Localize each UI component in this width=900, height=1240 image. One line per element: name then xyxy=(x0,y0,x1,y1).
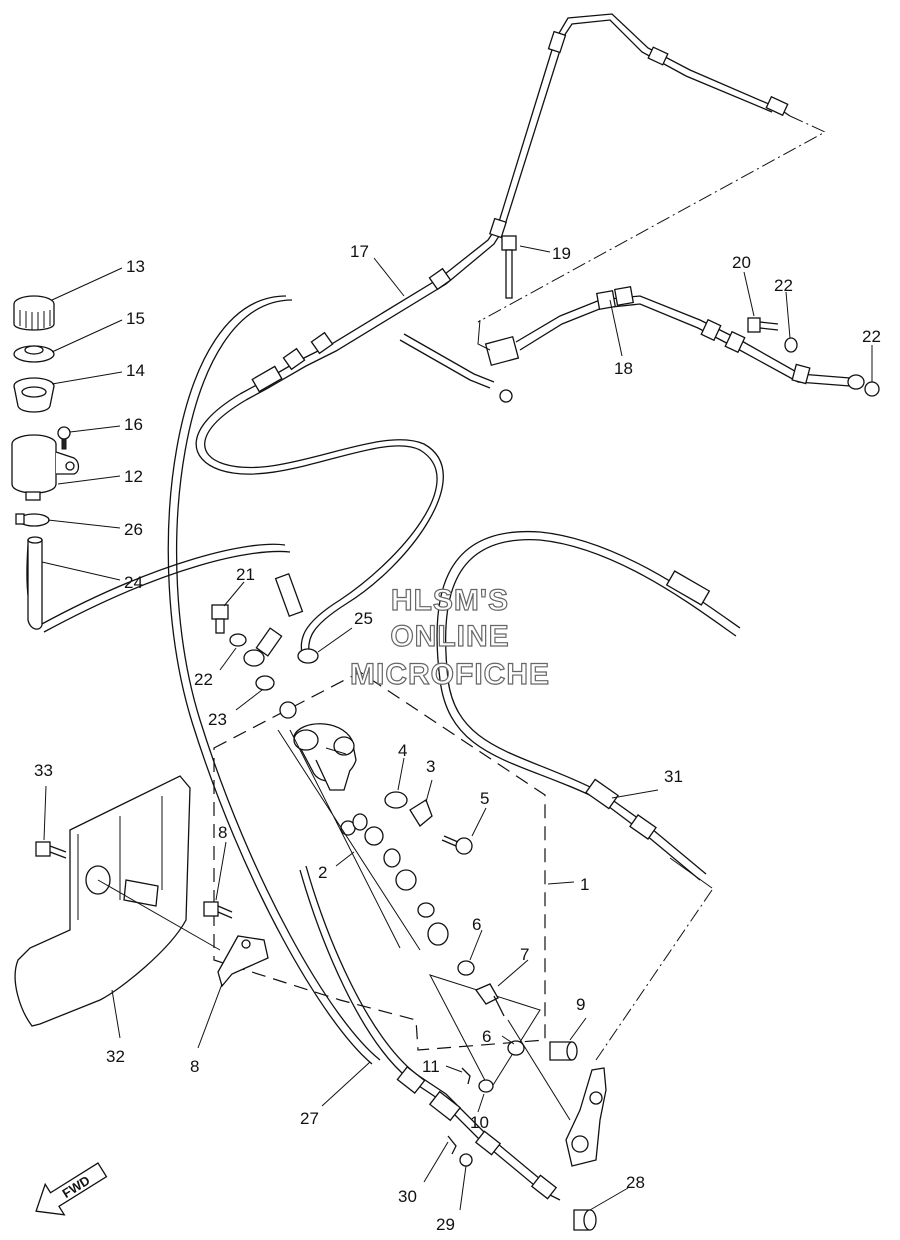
reservoir-assembly xyxy=(11,295,80,630)
watermark-line-3: MICROFICHE xyxy=(350,658,550,691)
callout-17: 16 xyxy=(124,415,143,434)
watermark-line-1: HLSM'S xyxy=(391,584,509,617)
callout-22-lower: 22 xyxy=(194,670,213,689)
cable-27 xyxy=(299,865,561,1201)
callout-26: 26 xyxy=(124,520,143,539)
callout-23: 23 xyxy=(208,710,227,729)
clevis-parts xyxy=(447,1135,597,1231)
callout-22-upper: 22 xyxy=(774,276,793,295)
leader-lines xyxy=(41,245,873,1211)
fwd-arrow: FWD xyxy=(35,1162,108,1216)
callout-22-right: 22 xyxy=(862,327,881,346)
callout-25: 25 xyxy=(354,609,373,628)
brake-hose-loop xyxy=(26,295,444,1065)
callout-32: 32 xyxy=(106,1047,125,1066)
callout-labels: 13 15 14 16 12 26 24 17 19 18 20 22 22 2… xyxy=(34,242,881,1234)
callout-3: 3 xyxy=(426,757,435,776)
callout-19: 18 xyxy=(614,359,633,378)
callout-6-upper: 6 xyxy=(472,915,481,934)
callout-30: 30 xyxy=(398,1187,417,1206)
callout-4: 4 xyxy=(398,741,407,760)
callout-10: 9 xyxy=(576,995,585,1014)
callout-15: 14 xyxy=(126,361,145,380)
callout-14: 13 xyxy=(126,257,145,276)
guard-and-bracket xyxy=(14,775,269,1027)
callout-11: 10 xyxy=(470,1113,489,1132)
callout-21-upper: 20 xyxy=(732,253,751,272)
callout-9: 8 xyxy=(218,823,227,842)
brake-pipe-18 xyxy=(239,13,827,403)
callout-6-lower: 6 xyxy=(482,1027,491,1046)
callout-1: 1 xyxy=(580,875,589,894)
callout-31: 31 xyxy=(664,767,683,786)
fwd-arrow-icon xyxy=(35,1162,108,1216)
callout-29: 29 xyxy=(436,1215,455,1234)
callout-8: 8 xyxy=(190,1057,199,1076)
callout-16: 15 xyxy=(126,309,145,328)
callout-33: 33 xyxy=(34,761,53,780)
callout-20: 19 xyxy=(552,244,571,263)
callout-13: 12 xyxy=(124,467,143,486)
callout-18: 17 xyxy=(350,242,369,261)
callout-28: 28 xyxy=(626,1173,645,1192)
brake-hose-19 xyxy=(477,235,880,397)
callout-2: 2 xyxy=(318,863,327,882)
callout-24: 24 xyxy=(124,573,143,592)
callout-5: 5 xyxy=(480,789,489,808)
callout-7: 7 xyxy=(520,945,529,964)
callout-21-lower: 21 xyxy=(236,565,255,584)
master-cylinder-kit xyxy=(211,604,713,1167)
cable-31 xyxy=(436,530,741,889)
callout-27: 27 xyxy=(300,1109,319,1128)
watermark-line-2: ONLINE xyxy=(390,620,509,653)
watermark: HLSM'S ONLINE MICROFICHE xyxy=(349,583,550,691)
callout-12: 11 xyxy=(422,1057,440,1076)
